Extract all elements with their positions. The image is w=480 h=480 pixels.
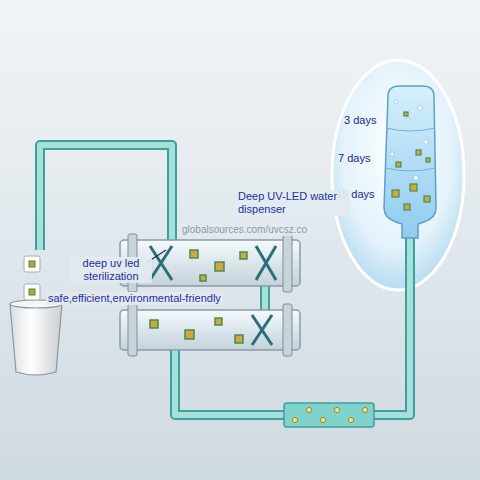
water-pipe	[373, 288, 410, 415]
water-pipe	[260, 284, 270, 312]
cup	[10, 304, 62, 375]
bottle-ellipse: 3 days7 days15 days	[330, 58, 466, 292]
water-bottle	[418, 106, 423, 111]
water-bottle	[390, 152, 394, 156]
cup	[10, 300, 62, 375]
uv-tube-upper	[283, 234, 292, 292]
water-bottle	[384, 86, 436, 294]
germ-icon	[24, 284, 40, 300]
day-label: 3 days	[344, 114, 376, 127]
water-pipe	[262, 284, 268, 312]
water-bottle	[384, 86, 436, 238]
uv-tube-lower	[252, 315, 272, 345]
ellipse-outline	[330, 58, 466, 292]
water-bottle	[426, 158, 430, 162]
water-pipe	[40, 145, 172, 250]
uv-tube-lower	[283, 304, 292, 356]
uv-tube-lower	[120, 304, 300, 356]
water-bottle	[424, 140, 428, 144]
germ-icon	[24, 256, 40, 272]
led-strip-box	[284, 403, 374, 427]
bacteria	[235, 335, 243, 343]
led-strip-box	[306, 407, 311, 412]
day-label: 7 days	[338, 152, 370, 165]
water-bottle	[424, 196, 430, 202]
water-bottle	[392, 190, 399, 197]
water-bottle	[404, 112, 408, 116]
water-bottle	[386, 128, 435, 131]
water-bottle	[404, 204, 410, 210]
water-bottle	[406, 118, 410, 122]
water-bottle	[396, 162, 401, 167]
led-strip-box	[334, 407, 339, 412]
germ-icon	[29, 261, 35, 267]
annotation: deep uv led sterilization	[70, 257, 152, 283]
bacteria	[240, 252, 247, 259]
bacteria	[190, 250, 198, 258]
water-bottle	[405, 236, 415, 294]
water-bottle	[407, 236, 413, 294]
ellipse-outline	[332, 60, 464, 290]
bacteria	[185, 330, 194, 339]
uv-tube-upper	[150, 246, 172, 280]
watermark: globalsources.com/uvcsz.co	[180, 223, 309, 236]
led-strip-box	[292, 407, 367, 422]
led-strip-box	[284, 403, 374, 427]
led-strip-box	[320, 417, 325, 422]
led-strip-box	[362, 407, 367, 412]
bacteria	[200, 275, 206, 281]
germ-icon	[29, 289, 35, 295]
water-bottle	[410, 184, 417, 191]
water-bottle	[416, 150, 421, 155]
water-pipe	[175, 348, 284, 415]
water-pipe	[175, 348, 284, 415]
germ-icon	[24, 256, 40, 300]
annotation: safe,efficient,environmental-friendly	[46, 292, 223, 305]
uv-tube-upper	[256, 246, 276, 280]
water-pipe	[40, 145, 172, 250]
uv-tube-lower	[120, 310, 300, 350]
bacteria	[215, 318, 222, 325]
water-pipe	[373, 288, 410, 415]
water-bottle	[394, 100, 398, 104]
bacteria	[150, 320, 158, 328]
annotation: Deep UV-LED water dispenser	[236, 190, 350, 216]
water-bottle	[386, 168, 435, 171]
uv-tube-lower	[128, 304, 137, 356]
water-bottle	[414, 176, 419, 181]
led-strip-box	[348, 417, 353, 422]
led-strip-box	[292, 417, 297, 422]
bacteria	[215, 262, 224, 271]
